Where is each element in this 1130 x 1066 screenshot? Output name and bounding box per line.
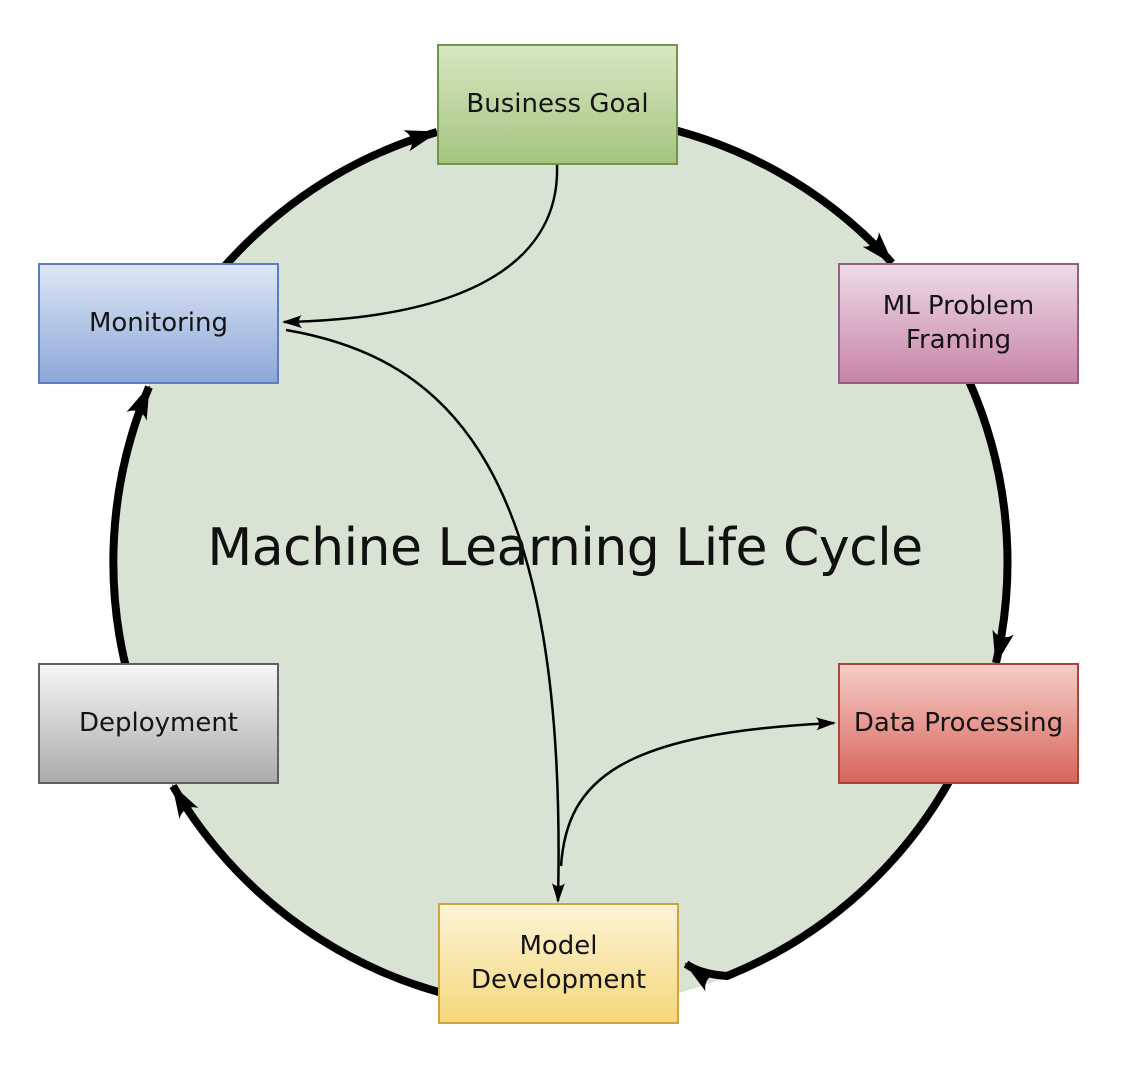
node-ml-problem-framing: ML Problem Framing bbox=[838, 263, 1079, 384]
node-monitoring-label: Monitoring bbox=[88, 307, 229, 338]
node-model-development-label: Model Development bbox=[470, 930, 647, 995]
cycle-arc-ml-problem-framing-to-data-processing bbox=[958, 364, 1014, 665]
cycle-arc-data-processing-to-model-development bbox=[683, 763, 962, 992]
node-data-processing-label: Data Processing bbox=[853, 707, 1064, 738]
feedback-arrow-business-goal-to-monitoring bbox=[282, 164, 559, 329]
cycle-circle bbox=[113, 115, 1007, 1009]
node-data-processing: Data Processing bbox=[838, 663, 1079, 784]
node-deployment-label: Deployment bbox=[78, 707, 239, 738]
node-deployment: Deployment bbox=[38, 663, 279, 784]
node-model-development: Model Development bbox=[438, 903, 679, 1024]
feedback-arrow-monitoring-to-model-development bbox=[285, 328, 565, 903]
node-ml-problem-framing-label: ML Problem Framing bbox=[882, 290, 1035, 355]
feedback-arrow-model-development-to-data-processing bbox=[559, 717, 836, 867]
node-monitoring: Monitoring bbox=[38, 263, 279, 384]
cycle-arc-deployment-to-monitoring bbox=[109, 385, 153, 695]
node-business-goal-label: Business Goal bbox=[466, 88, 649, 119]
node-business-goal: Business Goal bbox=[437, 44, 678, 165]
